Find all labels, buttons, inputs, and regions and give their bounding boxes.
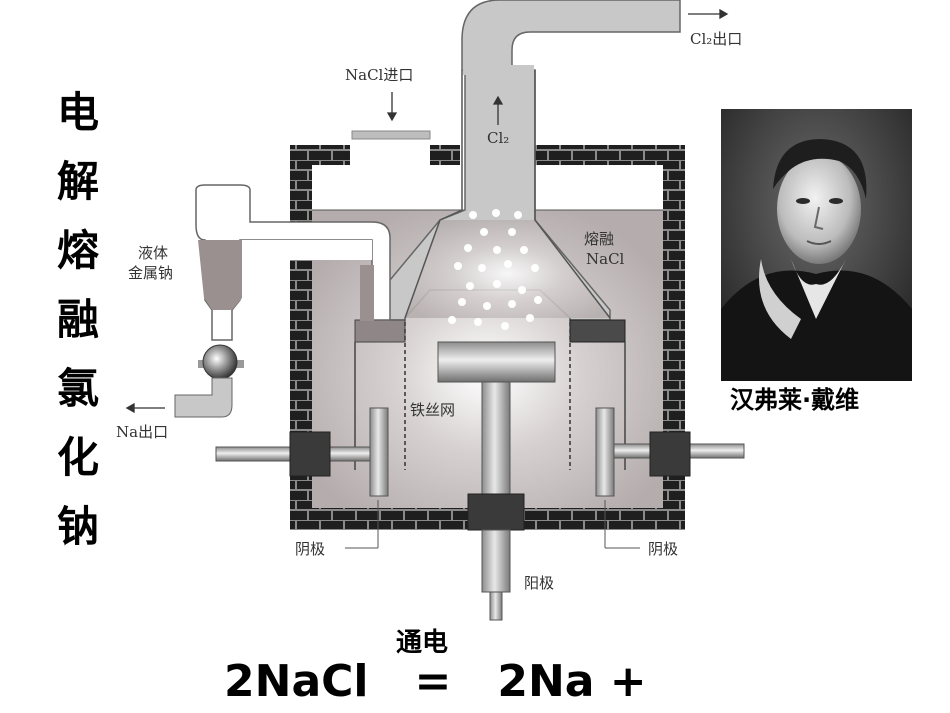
sodium-valve <box>202 344 238 380</box>
label-molten-nacl: NaCl <box>586 250 625 268</box>
label-cl2-outlet: Cl₂出口 <box>690 30 742 48</box>
anode-head <box>437 341 556 383</box>
label-cathode-left: 阴极 <box>295 540 325 558</box>
cathode-plate-right <box>595 407 615 497</box>
title-char: 融 <box>56 295 99 344</box>
portrait-image <box>721 109 912 381</box>
title-char: 解 <box>56 157 99 206</box>
label-cathode-right: 阴极 <box>648 540 678 558</box>
equation-right: 2Na + <box>497 656 647 707</box>
title-char: 化 <box>56 433 99 482</box>
cathode-plate-left <box>369 407 389 497</box>
portrait-caption: 汉弗莱·戴维 <box>730 386 860 414</box>
label-molten: 熔融 <box>584 230 614 248</box>
chlorine-outlet-pipe <box>461 0 681 71</box>
equation-equals: = <box>414 656 452 707</box>
label-iron-mesh: 铁丝网 <box>410 401 455 419</box>
label-na-outlet: Na出口 <box>116 423 168 441</box>
sodium-collector-ring <box>354 319 406 343</box>
label-anode: 阳极 <box>524 574 554 592</box>
nacl-inlet-cover <box>351 130 431 140</box>
label-liquid-sodium: 液体 <box>138 244 168 262</box>
sodium-outlet-pipe <box>174 377 233 418</box>
portrait <box>721 109 912 381</box>
equation-condition: 通电 <box>396 628 449 658</box>
title-char: 氯 <box>56 364 99 413</box>
equation-left: 2NaCl <box>224 656 369 707</box>
title-char: 熔 <box>56 226 99 275</box>
sodium-riser-pipe <box>195 184 391 341</box>
chlorine-bubbles <box>448 209 542 330</box>
chemical-equation: 2NaCl = 2Na + <box>224 656 647 707</box>
label-liquid-sodium: 金属钠 <box>128 264 173 282</box>
title-char: 钠 <box>56 502 99 551</box>
label-nacl-inlet: NaCl进口 <box>345 66 413 84</box>
title-char: 电 <box>56 88 99 137</box>
label-cl2: Cl₂ <box>487 129 509 147</box>
vertical-title: 电 解 熔 融 氯 化 钠 <box>48 78 108 561</box>
collector-ring-right <box>569 319 626 343</box>
